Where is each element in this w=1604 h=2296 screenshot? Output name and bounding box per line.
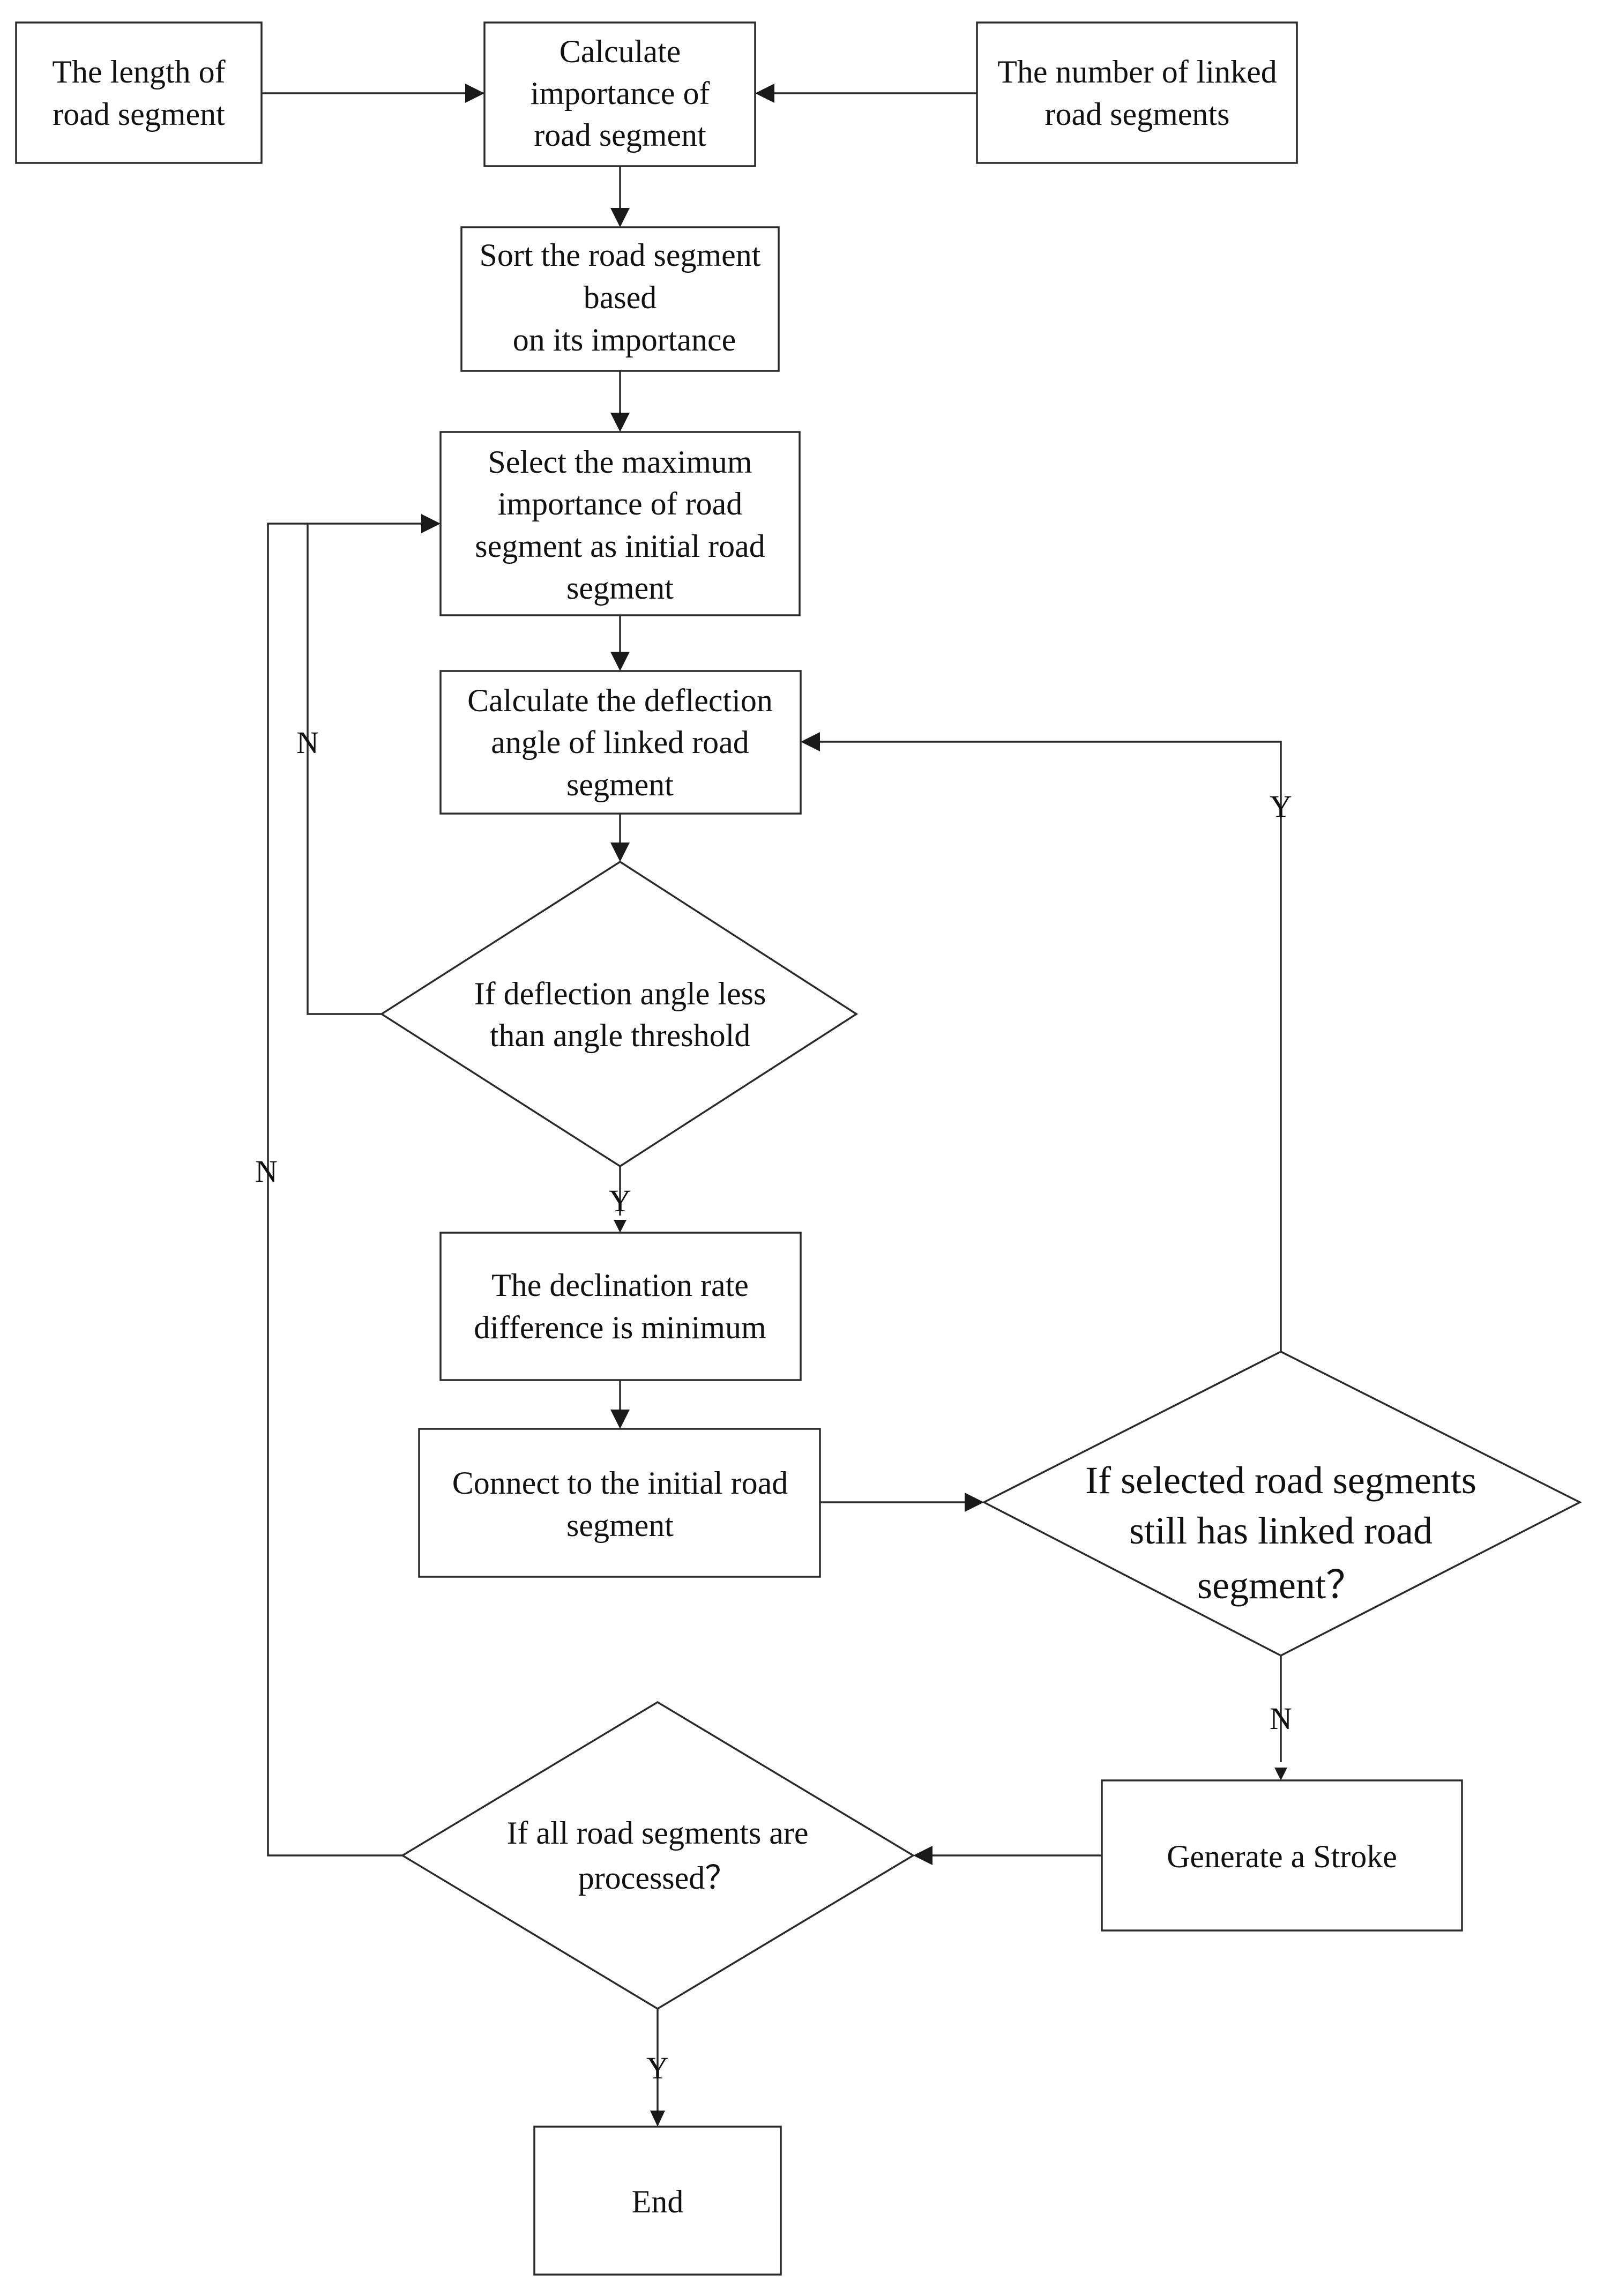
- label-still-linked-no: N: [1270, 1701, 1292, 1736]
- arrowhead-connect-to-still-linked: [965, 1493, 984, 1512]
- node-declination-line-2: difference is minimum: [474, 1310, 766, 1345]
- node-angle-check-line-1: If deflection angle less: [474, 976, 766, 1011]
- arrowhead-stroke-to-all-processed: [913, 1846, 932, 1865]
- arrowhead-length-to-calc: [465, 84, 484, 103]
- node-still-linked-line-2: still has linked road: [1129, 1509, 1433, 1552]
- node-calc-importance-line-1: Calculate: [559, 34, 681, 69]
- node-sort-line-3: on its importance: [513, 322, 736, 357]
- arrowhead-deflection-to-angle-check: [610, 843, 630, 862]
- node-end-box: [533, 2126, 782, 2276]
- edge-angle-check-no-loop: [307, 523, 421, 1015]
- node-length: The length of road segment: [15, 21, 263, 164]
- node-select-box: [439, 431, 801, 616]
- node-linked-count-line-1: The number of linked: [997, 54, 1277, 90]
- label-still-linked-yes: Y: [1270, 789, 1292, 824]
- node-sort: Sort the road segment based on its impor…: [460, 226, 780, 372]
- node-calc-importance-line-3: road segment: [534, 117, 706, 153]
- node-linked-count: The number of linked road segments: [976, 21, 1298, 164]
- node-select-line-1: Select the maximum: [488, 444, 752, 480]
- arrowhead-declination-to-connect: [610, 1410, 630, 1429]
- node-end: End: [533, 2126, 782, 2276]
- label-all-processed-no: N: [255, 1154, 278, 1189]
- node-linked-count-line-2: road segments: [1045, 96, 1230, 132]
- node-calc-importance: Calculate importance of road segment: [483, 21, 756, 167]
- node-still-linked-line-1: If selected road segments: [1085, 1459, 1476, 1502]
- node-still-linked: If selected road segments still has link…: [982, 1351, 1582, 1657]
- arrowhead-angle-check-no-loop: [421, 514, 441, 533]
- node-angle-check: If deflection angle less than angle thre…: [379, 860, 859, 1168]
- node-declination: The declination rate difference is minim…: [439, 1232, 802, 1381]
- edge-still-linked-yes-loop: [820, 741, 1282, 1352]
- node-angle-check-diamond: [379, 860, 859, 1168]
- node-declination-box: [439, 1232, 802, 1381]
- node-stroke: Generate a Stroke: [1101, 1779, 1463, 1932]
- node-select-line-3: segment as initial road: [475, 528, 765, 564]
- label-angle-check-no: N: [296, 725, 319, 760]
- node-connect: Connect to the initial road segment: [418, 1428, 821, 1578]
- node-all-processed-diamond: [400, 1701, 915, 2010]
- arrowhead-angle-check-to-declination: [614, 1220, 626, 1233]
- node-still-linked-diamond: [982, 1351, 1582, 1657]
- node-length-line-2: road segment: [53, 96, 225, 132]
- node-stroke-box: [1101, 1779, 1463, 1932]
- node-sort-line-1: Sort the road segment: [480, 237, 761, 273]
- node-deflection-line-3: segment: [566, 767, 674, 802]
- arrowhead-still-linked-yes-loop: [801, 732, 820, 751]
- node-angle-check-line-2: than angle threshold: [490, 1018, 751, 1053]
- node-still-linked-line-3: segment？: [1197, 1564, 1364, 1607]
- node-sort-box: [460, 226, 780, 372]
- node-stroke-line-1: Generate a Stroke: [1167, 1839, 1397, 1874]
- arrowhead-still-linked-to-stroke: [1274, 1768, 1287, 1780]
- node-deflection-line-1: Calculate the deflection: [467, 683, 773, 718]
- arrowhead-select-to-deflection: [610, 652, 630, 671]
- node-all-processed-line-2: processed？: [578, 1860, 737, 1896]
- node-end-line-1: End: [632, 2184, 684, 2219]
- label-angle-check-yes: Y: [609, 1183, 631, 1218]
- node-deflection-line-2: angle of linked road: [491, 725, 749, 760]
- node-connect-line-2: segment: [566, 1508, 674, 1543]
- arrowhead-linked-to-calc: [755, 84, 774, 103]
- node-connect-line-1: Connect to the initial road: [452, 1465, 788, 1501]
- node-declination-line-1: The declination rate: [491, 1268, 749, 1303]
- node-select: Select the maximum importance of road se…: [439, 431, 801, 616]
- arrowhead-sort-to-select: [610, 413, 630, 432]
- node-sort-line-2: based: [584, 280, 657, 315]
- node-all-processed: If all road segments are processed？: [400, 1701, 915, 2010]
- node-deflection-box: [439, 670, 802, 815]
- node-select-line-4: segment: [566, 570, 674, 606]
- edge-all-processed-no-loop: [267, 523, 402, 1857]
- node-calc-importance-line-2: importance of: [531, 76, 710, 111]
- arrowhead-calc-to-sort: [610, 208, 630, 227]
- label-all-processed-yes: Y: [646, 2051, 669, 2085]
- node-calc-importance-box: [483, 21, 756, 167]
- arrowhead-all-processed-to-end: [650, 2111, 665, 2127]
- connectors: [262, 84, 1287, 2127]
- node-connect-box: [418, 1428, 821, 1578]
- node-deflection: Calculate the deflection angle of linked…: [439, 670, 802, 815]
- node-length-box: [15, 21, 263, 164]
- node-select-line-2: importance of road: [498, 486, 742, 521]
- node-linked-count-box: [976, 21, 1298, 164]
- node-length-line-1: The length of: [52, 54, 225, 90]
- node-all-processed-line-1: If all road segments are: [506, 1815, 808, 1851]
